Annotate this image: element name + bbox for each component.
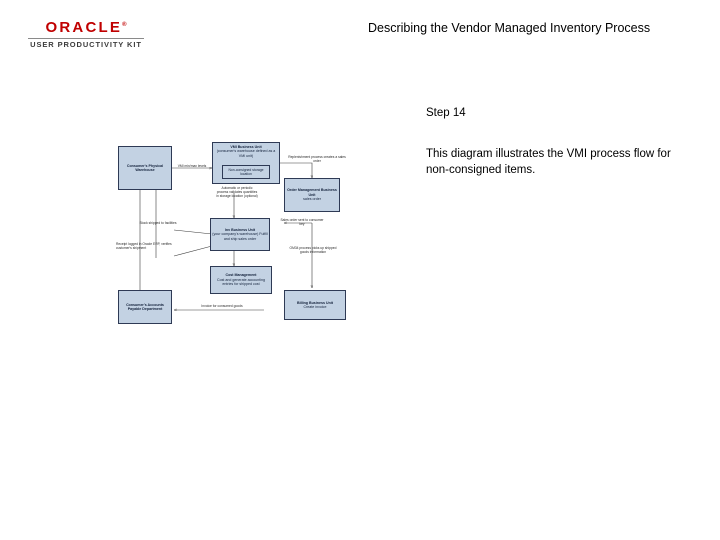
node-non-consigned-storage[interactable]: Non-consigned storage location xyxy=(222,165,270,179)
node-title: Consumer's Physical Warehouse xyxy=(126,163,164,172)
page-title: Describing the Vendor Managed Inventory … xyxy=(368,21,651,35)
node-text-group: VMI Business Unit (consumer's warehouse … xyxy=(214,145,278,158)
node-title: Order Management Business Unit xyxy=(287,188,337,197)
logo-divider xyxy=(28,38,144,39)
node-accounts-payable[interactable]: Consumer's Accounts Payable Department xyxy=(118,290,172,324)
node-title: VMI Business Unit xyxy=(230,145,262,149)
annotation-text: Replenishment process creates a sales or… xyxy=(288,155,346,164)
node-text-group: Order Management Business Unit sales ord… xyxy=(286,188,338,201)
annotation-text: Stock shipped to facilities xyxy=(139,221,177,225)
annotation-text: Sales order sent to consumer key xyxy=(280,218,324,227)
connector-lines xyxy=(112,162,360,334)
node-title: Billing Business Unit xyxy=(297,300,333,305)
node-text-group: Cost Management Cost and generate accoun… xyxy=(212,273,270,286)
node-title: Cost Management xyxy=(225,273,257,278)
annotation-text: Automatic or periodic process validates … xyxy=(216,186,258,199)
node-text-group: Billing Business Unit Create invoice xyxy=(297,301,333,310)
oracle-brand-text: ORACLE xyxy=(45,19,123,36)
annotation-invoice: Invoice for consumed goods xyxy=(184,304,260,308)
node-title: Non-consigned storage location xyxy=(228,167,264,176)
annotation-text: OM34 process picks up shipped goods info… xyxy=(289,246,337,255)
annotation-sales-order: Sales order sent to consumer key xyxy=(280,218,324,226)
oracle-wordmark: ORACLE® xyxy=(28,17,144,36)
annotation-text: Invoice for consumed goods xyxy=(201,304,243,308)
node-title: Consumer's Accounts Payable Department xyxy=(126,302,164,311)
node-text-group: Inv Business Unit (your company's wareho… xyxy=(212,228,268,241)
node-inv-business-unit[interactable]: Inv Business Unit (your company's wareho… xyxy=(210,218,270,251)
node-subtitle: (your company's warehouse) Fulfill and s… xyxy=(212,232,268,241)
annotation-text: VMI min/max levels xyxy=(177,164,207,168)
oracle-upk-logo: ORACLE® USER PRODUCTIVITY KIT xyxy=(28,17,144,49)
node-subtitle: Create invoice xyxy=(303,305,327,309)
annotation-stock-shipped: Stock shipped to facilities xyxy=(138,221,178,225)
node-order-management-bu[interactable]: Order Management Business Unit sales ord… xyxy=(284,178,340,212)
annotation-text: Receipt logged in Oracle ERP, verifies c… xyxy=(116,242,172,251)
annotation-om34: OM34 process picks up shipped goods info… xyxy=(288,246,338,254)
annotation-auto-periodic: Automatic or periodic process validates … xyxy=(216,186,258,198)
node-billing-business-unit[interactable]: Billing Business Unit Create invoice xyxy=(284,290,346,320)
step-label: Step 14 xyxy=(426,107,466,119)
node-subtitle: sales order xyxy=(303,197,321,202)
annotation-receipt-logged: Receipt logged in Oracle ERP, verifies c… xyxy=(116,242,178,250)
trademark-symbol: ® xyxy=(122,22,127,28)
node-title: Inv Business Unit xyxy=(224,227,256,232)
node-consumer-warehouse[interactable]: Consumer's Physical Warehouse xyxy=(118,146,172,190)
annotation-replenishment: Replenishment process creates a sales or… xyxy=(288,155,346,163)
annotation-vmi-min-max: VMI min/max levels xyxy=(172,164,212,168)
vmi-process-diagram: Consumer's Physical Warehouse VMI Busine… xyxy=(112,138,360,334)
body-text: This diagram illustrates the VMI process… xyxy=(426,148,671,176)
node-subtitle: (consumer's warehouse defined as a VMI u… xyxy=(216,149,276,158)
node-subtitle: Cost and generate accounting entries for… xyxy=(217,277,265,287)
node-cost-management[interactable]: Cost Management Cost and generate accoun… xyxy=(210,266,272,294)
logo-subtitle: USER PRODUCTIVITY KIT xyxy=(30,40,142,49)
